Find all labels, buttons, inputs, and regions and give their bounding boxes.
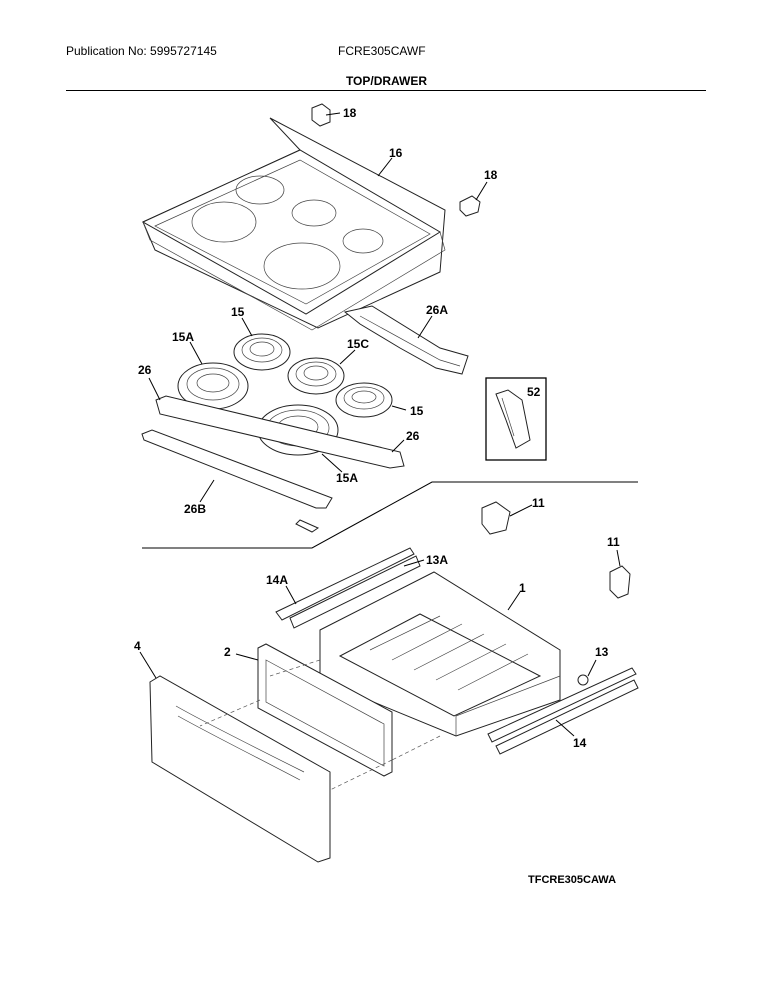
callout-11-right: 11 [607, 535, 620, 549]
header-rule [66, 90, 706, 91]
callout-15A-right: 15A [336, 471, 358, 485]
callout-13A: 13A [426, 553, 448, 567]
callout-4: 4 [134, 639, 141, 653]
callout-14: 14 [573, 736, 587, 750]
clip-18-right [459, 195, 481, 217]
callout-18-right: 18 [484, 168, 498, 182]
element-15-left [233, 333, 291, 371]
callout-1: 1 [519, 581, 526, 595]
harness-26A [343, 305, 469, 375]
callout-52: 52 [527, 385, 541, 399]
callout-16: 16 [389, 146, 403, 160]
callout-18-top: 18 [343, 106, 357, 120]
leader-lines [139, 112, 621, 737]
roller-13 [577, 674, 589, 686]
section-separator [142, 481, 638, 549]
callout-15A-left: 15A [172, 330, 194, 344]
callout-26B: 26B [184, 502, 206, 516]
callout-26-left: 26 [138, 363, 152, 377]
strip-26B [141, 429, 333, 533]
drawer-body-1 [319, 571, 561, 737]
callout-2: 2 [224, 645, 231, 659]
element-15-right [335, 382, 393, 418]
section-title: TOP/DRAWER [345, 74, 428, 88]
element-15C [287, 357, 345, 395]
slide-14A [275, 547, 421, 629]
bracket-11-right [609, 565, 631, 599]
cooktop-top-16 [141, 117, 446, 331]
clip-18-top [311, 103, 331, 127]
slide-14 [487, 667, 639, 755]
element-bracket-26 [155, 395, 405, 469]
bracket-11-center [481, 501, 511, 535]
drawer-front-4 [149, 675, 331, 863]
callout-15-left: 15 [231, 305, 245, 319]
model-number: FCRE305CAWF [338, 44, 426, 58]
diagram-code: TFCRE305CAWA [528, 874, 617, 886]
callout-13: 13 [595, 645, 609, 659]
callout-14A: 14A [266, 573, 288, 587]
drawer-frame-2 [257, 643, 393, 777]
publication-number: Publication No: 5995727145 [66, 44, 217, 58]
callout-15-right: 15 [410, 404, 424, 418]
inset-box-52 [485, 377, 547, 461]
callout-15C: 15C [347, 337, 369, 351]
callout-11-center: 11 [532, 496, 545, 510]
callout-26A: 26A [426, 303, 448, 317]
callout-26-right: 26 [406, 429, 420, 443]
